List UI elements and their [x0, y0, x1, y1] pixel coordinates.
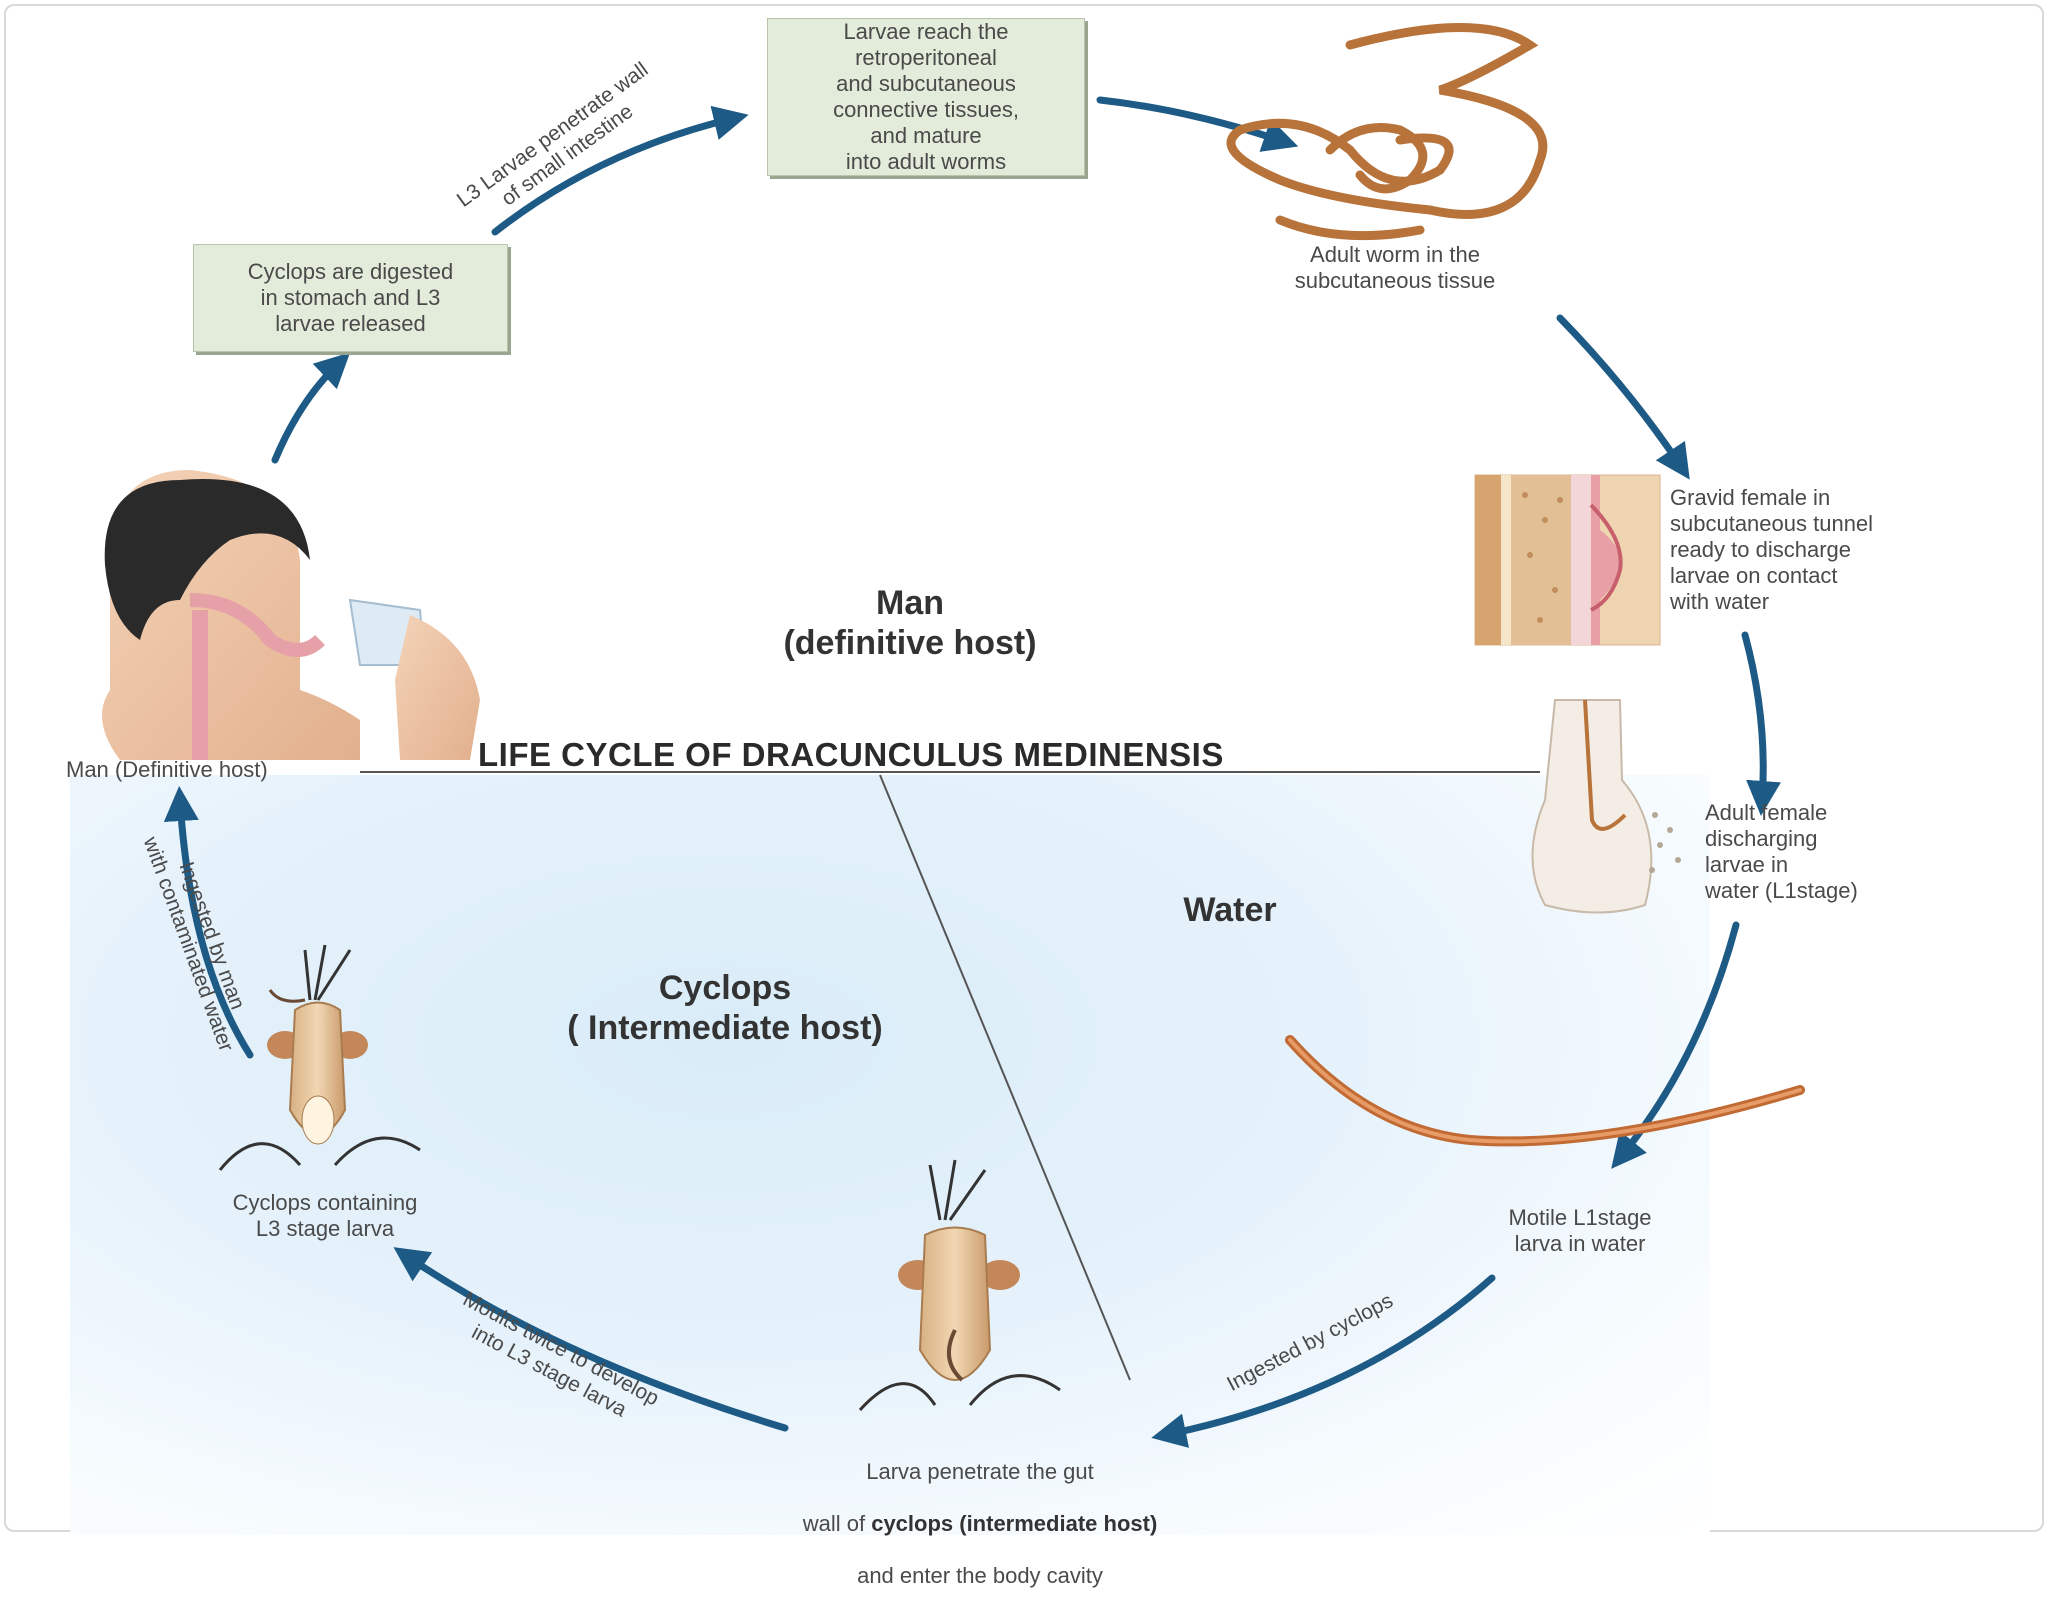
cycle-arrows	[163, 96, 1781, 1448]
region-man-label: Man (definitive host)	[783, 584, 1037, 662]
arrow-motile-to-cyclops-gut	[1151, 1274, 1496, 1448]
arrow-cyclops-to-man	[163, 786, 254, 1059]
region-cyclops-label: Cyclops ( Intermediate host)	[567, 969, 883, 1047]
label-cyclops-l3: Cyclops containing L3 stage larva	[232, 1190, 418, 1241]
label-man-definitive-host: Man (Definitive host)	[66, 757, 268, 782]
label-larva-penetrate-line1: Larva penetrate the gut	[866, 1459, 1094, 1484]
diagonal-divider-line	[879, 774, 1131, 1381]
label-larva-penetrate-pre: wall of	[802, 1511, 872, 1536]
life-cycle-artwork	[102, 23, 1805, 1448]
diagram-title: LIFE CYCLE OF DRACUNCULUS MEDINENSIS	[478, 736, 1224, 773]
box-cyclops-digested: Cyclops are digested in stomach and L3 l…	[193, 244, 508, 352]
l1-larva-illustration	[1285, 1035, 1805, 1147]
label-larva-penetrate-bold: cyclops (intermediate host)	[871, 1511, 1158, 1536]
arrow-man-to-digested	[271, 352, 351, 464]
label-motile-l1: Motile L1stage larva in water	[1508, 1205, 1652, 1256]
man-drinking-illustration	[102, 470, 480, 760]
label-adult-female-discharging: Adult female discharging larvae in water…	[1705, 800, 1858, 903]
label-gravid-female: Gravid female in subcutaneous tunnel rea…	[1670, 485, 1874, 614]
cyclops-bottom-illustration	[858, 1159, 1061, 1412]
label-larva-penetrate-line2: wall of cyclops (intermediate host)	[700, 1511, 1260, 1537]
arrow-gut-to-cyclops-l3	[393, 1247, 789, 1432]
foot-illustration	[1531, 699, 1681, 914]
cyclops-left-illustration	[218, 944, 421, 1171]
adult-worm-illustration	[1226, 23, 1548, 241]
arrow-digested-to-mature	[491, 105, 749, 236]
region-water-label: Water	[1183, 891, 1277, 929]
tissue-section-illustration	[1474, 474, 1661, 646]
box-larvae-mature: Larvae reach the retroperitoneal and sub…	[767, 18, 1085, 176]
arrow-mature-to-adult	[1096, 96, 1299, 152]
arrow-gravid-to-discharging	[1741, 631, 1781, 816]
label-larva-penetrate-line3: and enter the body cavity	[857, 1563, 1103, 1588]
label-larva-penetrate: Larva penetrate the gut wall of cyclops …	[700, 1433, 1260, 1615]
arrow-adult-to-gravid	[1556, 314, 1690, 480]
label-adult-worm: Adult worm in the subcutaneous tissue	[1294, 242, 1496, 293]
